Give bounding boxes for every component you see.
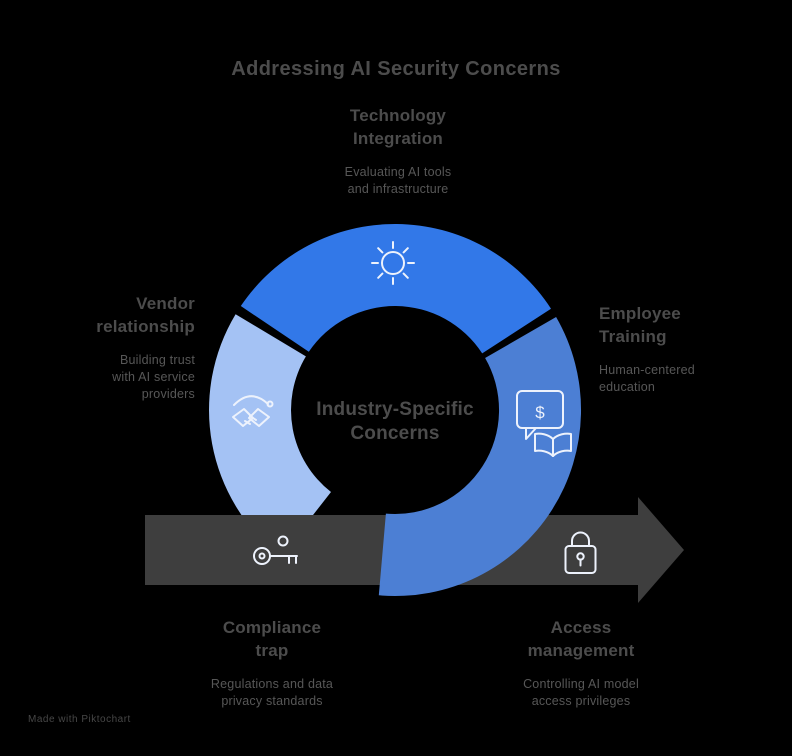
spoke-bottom-left-title: Compliance trap [211, 616, 333, 662]
segment-employee-training [378, 317, 582, 597]
spoke-bottom-right-label: Access management Controlling AI model a… [523, 616, 639, 710]
center-label-line: Concerns [350, 423, 440, 444]
spoke-subtitle-line: Human-centered [599, 363, 695, 377]
spoke-title-line: Integration [352, 129, 444, 148]
spoke-subtitle-line: providers [141, 387, 195, 401]
key-icon [253, 535, 298, 565]
center-label: Industry-Specific Concerns [316, 398, 474, 446]
spoke-top-subtitle: Evaluating AI tools and infrastructure [345, 164, 452, 198]
spoke-right-title: Employee Training [599, 302, 695, 348]
spoke-subtitle-line: Building trust [119, 353, 195, 367]
spoke-title-line: management [527, 641, 635, 660]
sun-icon [371, 241, 415, 285]
page-title: Addressing AI Security Concerns [231, 58, 561, 80]
spoke-title-line: Technology [349, 106, 447, 125]
spoke-subtitle-line: and infrastructure [347, 182, 449, 196]
money-chat-book-icon: $ [516, 390, 572, 457]
spoke-subtitle-line: access privileges [531, 694, 631, 708]
spoke-subtitle-line: privacy standards [221, 694, 323, 708]
spoke-title-line: Compliance [222, 618, 322, 637]
spoke-subtitle-line: Evaluating AI tools [344, 165, 452, 179]
spoke-subtitle-line: Controlling AI model [523, 677, 639, 691]
spoke-bottom-right-title: Access management [523, 616, 639, 662]
spoke-left-title: Vendor relationship [96, 292, 195, 338]
spoke-left-subtitle: Building trust with AI service providers [96, 352, 195, 403]
dollar-glyph: $ [535, 403, 545, 422]
spoke-bottom-left-subtitle: Regulations and data privacy standards [211, 676, 333, 710]
spoke-title-line: Access [550, 618, 612, 637]
handshake-icon [232, 395, 274, 427]
spoke-top-title: Technology Integration [345, 104, 452, 150]
center-label-line: Industry-Specific [316, 399, 474, 420]
spoke-subtitle-line: Regulations and data [210, 677, 334, 691]
spoke-subtitle-line: education [599, 380, 656, 394]
spoke-title-line: Vendor [136, 294, 195, 313]
spoke-left-label: Vendor relationship Building trust with … [96, 292, 195, 403]
spoke-right-subtitle: Human-centered education [599, 362, 695, 396]
spoke-bottom-right-subtitle: Controlling AI model access privileges [523, 676, 639, 710]
segment-technology [240, 224, 552, 354]
watermark: Made with Piktochart [28, 714, 131, 725]
spoke-title-line: Employee [599, 304, 681, 323]
spoke-title-line: trap [255, 641, 289, 660]
segment-vendor-relationship [209, 314, 331, 557]
spoke-title-line: relationship [96, 317, 195, 336]
spoke-bottom-left-label: Compliance trap Regulations and data pri… [211, 616, 333, 710]
spoke-subtitle-line: with AI service [112, 370, 195, 384]
lock-icon [564, 531, 597, 574]
spoke-title-line: Training [599, 327, 667, 346]
spoke-top-label: Technology Integration Evaluating AI too… [345, 104, 452, 198]
spoke-right-label: Employee Training Human-centered educati… [599, 302, 695, 396]
